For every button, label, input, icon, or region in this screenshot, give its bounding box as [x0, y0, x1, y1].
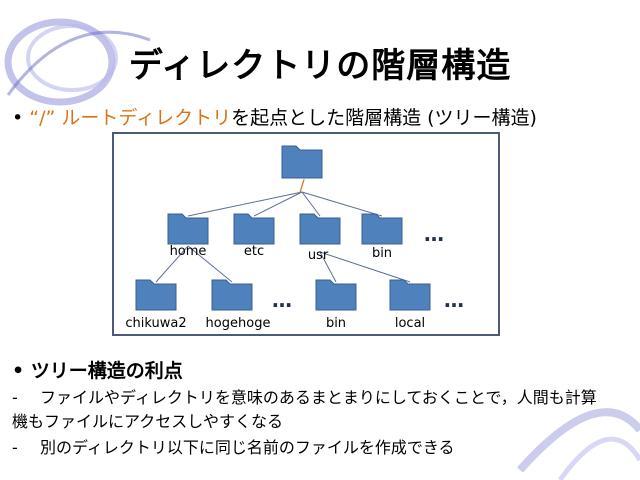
folder-icon-usr-bin: [315, 279, 357, 311]
directory-tree-diagram: / home etc usr bin … chikuwa2 hogehoge ……: [112, 132, 500, 336]
folder-icon-usr: [299, 213, 341, 245]
root-quote: “/”: [29, 107, 56, 129]
sub-bullet-text: ファイルやディレクトリを意味のあるまとまりにしておくことで，人間も計算機もファイ…: [12, 388, 597, 431]
bullet-text: を起点とした階層構造 (ツリー構造): [231, 107, 537, 129]
folder-icon-hogehoge: [211, 279, 253, 311]
folder-icon-bin: [361, 213, 403, 245]
bullet-root-directory: • “/” ルートディレクトリを起点とした階層構造 (ツリー構造): [12, 103, 537, 130]
sub-bullet-text: 別のディレクトリ以下に同じ名前のファイルを作成できる: [40, 438, 455, 457]
folder-icon-chikuwa2: [135, 279, 177, 311]
bullet-mark: •: [12, 360, 25, 382]
ellipsis-home: …: [272, 288, 293, 312]
root-slash-label: /: [299, 176, 305, 195]
folder-label-local: local: [394, 316, 426, 331]
ellipsis-level1: …: [424, 222, 445, 246]
folder-label-hogehoge: hogehoge: [205, 316, 271, 331]
bullet-text: ツリー構造の利点: [30, 360, 183, 382]
folder-icon-home: [167, 213, 209, 245]
folder-icon-local: [389, 279, 431, 311]
root-directory-term: ルートディレクトリ: [61, 107, 232, 129]
folder-label-home: home: [169, 244, 207, 259]
bullet-tree-advantages: • ツリー構造の利点: [12, 356, 183, 383]
folder-label-chikuwa2: chikuwa2: [125, 316, 187, 331]
sub-bullet-access: -ファイルやディレクトリを意味のあるまとまりにしておくことで，人間も計算機もファ…: [12, 386, 612, 434]
folder-label-bin: bin: [371, 246, 393, 261]
sub-bullet-mark: -: [12, 438, 18, 457]
tree-svg: [135, 145, 431, 311]
sub-bullet-mark: -: [12, 388, 18, 407]
folder-label-usr-bin: bin: [325, 316, 347, 331]
ellipsis-usr: …: [444, 288, 465, 312]
folder-icon-root: [281, 145, 323, 179]
folder-label-etc: etc: [243, 244, 265, 259]
bullet-mark: •: [12, 107, 24, 129]
sub-bullet-same-name: - 別のディレクトリ以下に同じ名前のファイルを作成できる: [12, 436, 455, 460]
folder-icon-etc: [233, 213, 275, 245]
tree-connectors: [155, 191, 411, 283]
slide-title: ディレクトリの階層構造: [128, 46, 512, 86]
folder-label-usr: usr: [307, 248, 329, 263]
